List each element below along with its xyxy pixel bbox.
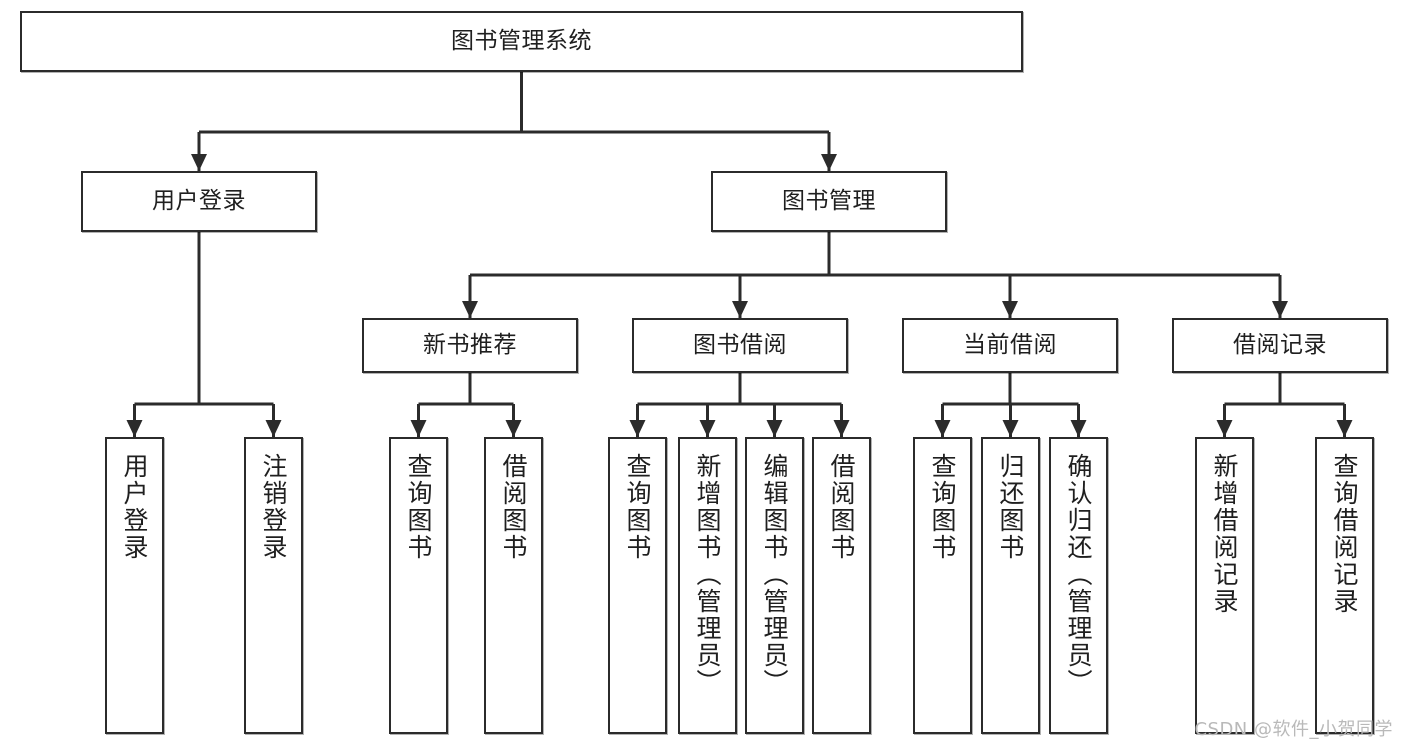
connector-arrowhead-icon [1002,420,1019,437]
connector-arrowhead-icon [821,154,837,171]
node-leaf-query-book-recommend[interactable]: 查询图书 [389,437,448,734]
connector-arrowhead-icon [1216,420,1233,437]
connector-arrowhead-icon [1272,301,1288,318]
connector-arrowhead-icon [1336,420,1353,437]
node-root[interactable]: 图书管理系统 [20,11,1023,72]
node-user-login[interactable]: 用户登录 [81,171,317,232]
connector-arrowhead-icon [934,420,951,437]
node-label: 图书管理 [782,188,876,215]
node-leaf-confirm-return[interactable]: 确认归还（管理员） [1049,437,1108,734]
node-label: 图书借阅 [693,332,787,359]
connector-arrowhead-icon [191,154,207,171]
node-leaf-borrow-book[interactable]: 借阅图书 [812,437,871,734]
node-label: 查询借阅记录 [1330,453,1359,615]
node-label: 新增借阅记录 [1210,453,1239,615]
connector-arrowhead-icon [699,420,716,437]
node-label: 新书推荐 [423,332,517,359]
node-new-book-recommend[interactable]: 新书推荐 [362,318,578,373]
node-label: 用户登录 [152,188,246,215]
node-leaf-query-book-current[interactable]: 查询图书 [913,437,972,734]
node-label: 用户登录 [120,453,149,561]
node-label: 查询图书 [404,453,433,561]
node-label: 查询图书 [623,453,652,561]
node-label: 确认归还（管理员） [1064,453,1093,696]
node-leaf-borrow-book-recommend[interactable]: 借阅图书 [484,437,543,734]
connector-arrowhead-icon [766,420,783,437]
node-leaf-add-book[interactable]: 新增图书（管理员） [678,437,737,734]
connector-arrowhead-icon [1002,301,1018,318]
connector-arrowhead-icon [505,420,522,437]
connector-arrowhead-icon [629,420,646,437]
connector-arrowhead-icon [126,420,143,437]
node-leaf-query-borrow-record[interactable]: 查询借阅记录 [1315,437,1374,734]
node-label: 图书管理系统 [451,28,592,55]
connector-arrowhead-icon [732,301,748,318]
node-leaf-edit-book[interactable]: 编辑图书（管理员） [745,437,804,734]
node-label: 新增图书（管理员） [693,453,722,696]
connector-arrowhead-icon [1070,420,1087,437]
connector-arrowhead-icon [410,420,427,437]
node-leaf-user-login[interactable]: 用户登录 [105,437,164,734]
node-leaf-query-book[interactable]: 查询图书 [608,437,667,734]
connector-arrowhead-icon [833,420,850,437]
connector-arrowhead-icon [265,420,282,437]
node-leaf-logout[interactable]: 注销登录 [244,437,303,734]
node-label: 借阅图书 [827,453,856,561]
node-label: 借阅图书 [499,453,528,561]
node-borrow-record[interactable]: 借阅记录 [1172,318,1388,373]
node-label: 注销登录 [259,453,288,561]
node-book-borrow[interactable]: 图书借阅 [632,318,848,373]
node-current-borrow[interactable]: 当前借阅 [902,318,1118,373]
connector-arrowhead-icon [462,301,478,318]
node-label: 当前借阅 [963,332,1057,359]
node-leaf-return-book[interactable]: 归还图书 [981,437,1040,734]
node-leaf-add-borrow-record[interactable]: 新增借阅记录 [1195,437,1254,734]
node-label: 借阅记录 [1233,332,1327,359]
node-label: 归还图书 [996,453,1025,561]
node-label: 查询图书 [928,453,957,561]
node-book-manage[interactable]: 图书管理 [711,171,947,232]
node-label: 编辑图书（管理员） [760,453,789,696]
